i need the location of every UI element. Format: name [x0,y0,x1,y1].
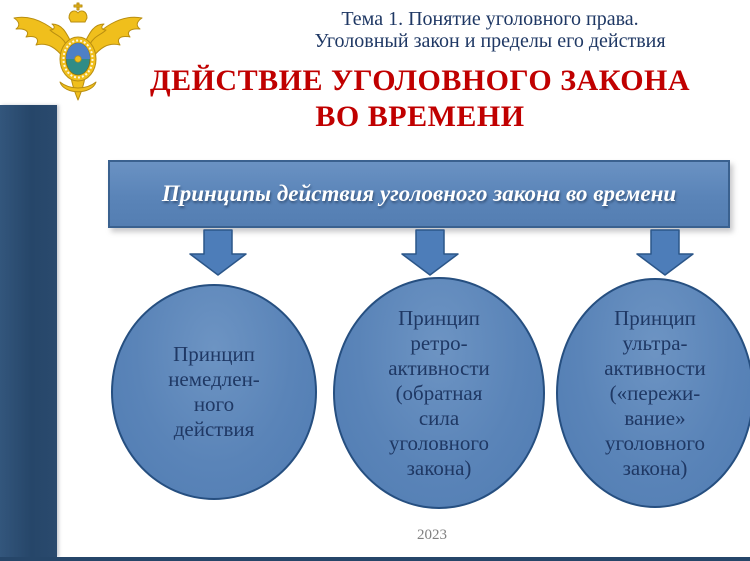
principle-ellipse-ultra-activity: Принцип ультра- активности («пережи- ван… [556,278,750,508]
slide-title-line-2: ВО ВРЕМЕНИ [315,100,525,133]
topic-line-1: Тема 1. Понятие уголовного права. [341,8,639,30]
principles-banner-label: Принципы действия уголовного закона во в… [161,181,677,206]
bottom-accent-strip [0,557,750,561]
down-arrow-icon-1 [189,229,247,276]
principles-banner: Принципы действия уголовного закона во в… [108,160,730,228]
left-accent-bar [0,105,57,557]
slide-title: ДЕЙСТВИЕ УГОЛОВНОГО ЗАКОНА ВО ВРЕМЕНИ [90,63,750,135]
double-headed-eagle-icon [13,2,143,101]
principle-ellipse-immediate-action: Принцип немедлен- ного действия [111,284,317,500]
principle-ellipse-2-label: Принцип ретро- активности (обратная сила… [388,305,490,480]
mvd-emblem [8,2,148,104]
down-arrow-icon-2 [401,229,459,276]
down-arrow-icon-3 [636,229,694,276]
principle-ellipse-3-label: Принцип ультра- активности («пережи- ван… [604,305,706,480]
slide-title-line-1: ДЕЙСТВИЕ УГОЛОВНОГО ЗАКОНА [149,64,691,97]
principle-ellipse-1-label: Принцип немедлен- ного действия [168,342,260,441]
course-topic-header: Тема 1. Понятие уголовного права. Уголов… [230,8,750,52]
year-label: 2023 [417,527,447,543]
topic-line-2: Уголовный закон и пределы его действия [314,30,666,52]
principle-ellipse-retroactivity: Принцип ретро- активности (обратная сила… [333,277,545,509]
